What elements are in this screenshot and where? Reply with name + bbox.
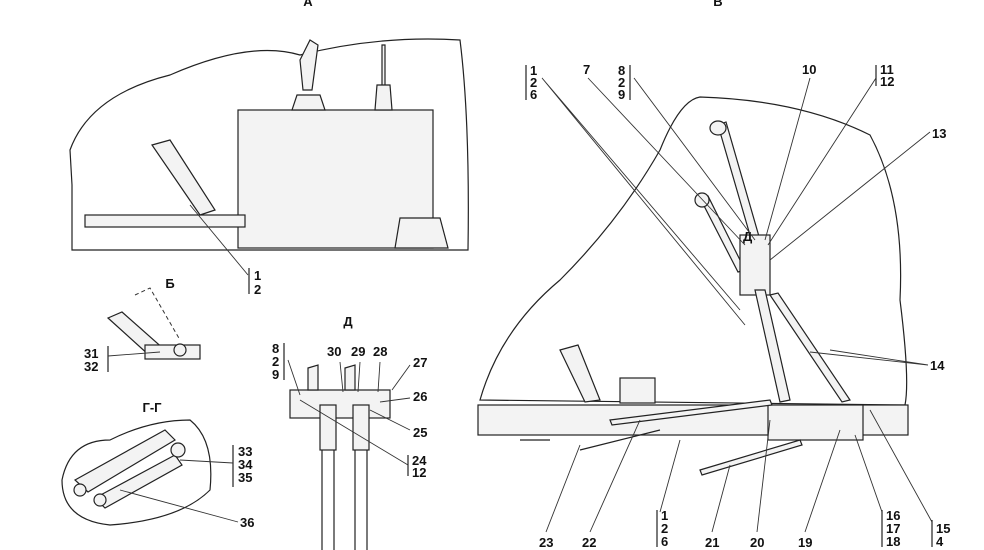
- pivot: [173, 343, 187, 357]
- levers: [307, 364, 356, 391]
- callout-23: 23: [539, 535, 553, 550]
- leader: [179, 459, 234, 464]
- callout-8: 8: [272, 341, 279, 356]
- callout-12: 12: [412, 465, 426, 480]
- rods: [754, 289, 851, 403]
- view-a-title: А: [303, 0, 313, 9]
- pedal: [151, 139, 216, 216]
- callout-27: 27: [413, 355, 427, 370]
- rod-mount: [319, 404, 337, 451]
- callout-20: 20: [750, 535, 764, 550]
- callout-6: 6: [530, 87, 537, 102]
- callout-9: 9: [272, 367, 279, 382]
- callout-30: 30: [327, 344, 341, 359]
- callout-10: 10: [802, 62, 816, 77]
- callout-26: 26: [413, 389, 427, 404]
- callout-13: 13: [932, 126, 946, 141]
- callout-15: 15: [936, 521, 950, 536]
- callout-34: 34: [238, 457, 253, 472]
- callout-14: 14: [930, 358, 945, 373]
- floor-plate: [84, 214, 246, 228]
- callout-29: 29: [351, 344, 365, 359]
- pivot: [170, 442, 186, 458]
- view-a: А 1 2: [69, 0, 469, 297]
- callout-1: 1: [530, 63, 537, 78]
- view-gg-title: Г-Г: [142, 400, 162, 415]
- callout-35: 35: [238, 470, 252, 485]
- callout-8: 8: [618, 63, 625, 78]
- leaders-bottom: [545, 409, 933, 533]
- pivot: [73, 483, 87, 497]
- pedal-mount: [619, 377, 656, 404]
- callout-1: 1: [254, 268, 261, 283]
- view-gg-outline: [61, 419, 212, 526]
- lever: [374, 44, 393, 111]
- callout-19: 19: [798, 535, 812, 550]
- leader: [107, 351, 161, 357]
- linkage-box: [767, 404, 864, 441]
- callout-24: 24: [412, 453, 427, 468]
- callout-2: 2: [272, 354, 279, 369]
- pedal-base: [144, 344, 201, 360]
- view-v: В Д 1 2 6 7 8 2 9 10 11 12 13 14 23 22 1…: [477, 0, 950, 550]
- callout-32: 32: [84, 359, 98, 374]
- callout-18: 18: [886, 534, 900, 549]
- view-d-title: Д: [343, 314, 353, 329]
- view-gg: Г-Г 33 34 35 36: [61, 400, 254, 530]
- bracket: [394, 217, 449, 249]
- callout-33: 33: [238, 444, 252, 459]
- callout-11: 11: [880, 62, 894, 77]
- callout-21: 21: [705, 535, 719, 550]
- callout-7: 7: [583, 62, 590, 77]
- callout-17: 17: [886, 521, 900, 536]
- callout-36: 36: [240, 515, 254, 530]
- view-v-title: В: [713, 0, 722, 9]
- callout-1b: 1: [661, 508, 668, 523]
- section-marker-d: Д: [743, 229, 753, 244]
- pedal-alt-position: [134, 287, 181, 341]
- view-d: Д 8 2 9 30 29 28 27 26 25 24 12: [272, 314, 427, 550]
- rods: [321, 450, 368, 550]
- callout-2: 2: [530, 75, 537, 90]
- callout-6b: 6: [661, 534, 668, 549]
- block: [289, 389, 391, 419]
- pedal-v: [559, 344, 601, 403]
- main-lever: [717, 121, 761, 243]
- callout-31: 31: [84, 346, 98, 361]
- callout-2b: 2: [618, 75, 625, 90]
- callout-16: 16: [886, 508, 900, 523]
- view-a-outline: [69, 38, 469, 251]
- callout-25: 25: [413, 425, 427, 440]
- view-v-outline: [479, 96, 908, 406]
- callout-12: 12: [880, 74, 894, 89]
- rod-mount: [352, 404, 370, 451]
- callout-9: 9: [618, 87, 625, 102]
- callout-28: 28: [373, 344, 387, 359]
- callout-22: 22: [582, 535, 596, 550]
- leader: [189, 204, 249, 276]
- view-b-title: Б: [165, 276, 174, 291]
- joystick: [291, 39, 326, 111]
- view-b: Б 31 32: [84, 276, 201, 374]
- leaders: [287, 359, 411, 466]
- callout-2: 2: [254, 282, 261, 297]
- leaders-top: [541, 77, 931, 366]
- linkage: [520, 429, 661, 451]
- second-lever: [699, 195, 746, 273]
- callout-4: 4: [936, 534, 944, 549]
- callout-2c: 2: [661, 521, 668, 536]
- leader: [119, 489, 239, 523]
- lever-knob: [709, 120, 727, 136]
- pivot: [93, 493, 107, 507]
